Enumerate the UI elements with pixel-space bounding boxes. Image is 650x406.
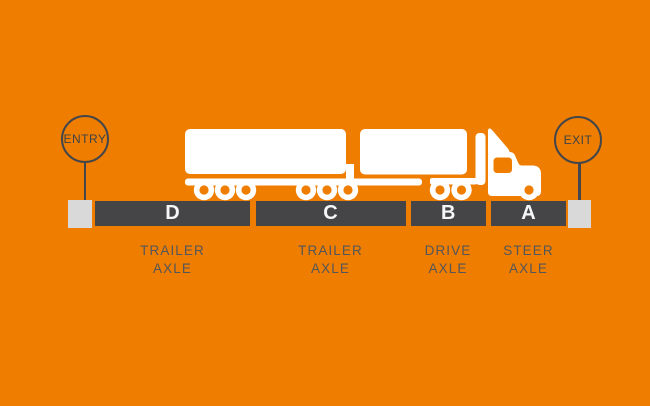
caption-line: AXLE: [509, 260, 548, 276]
segment-c-letter: C: [323, 202, 338, 224]
trailer-coupling: [346, 164, 354, 181]
caption-line: AXLE: [153, 260, 192, 276]
segment-b-letter: B: [441, 202, 456, 224]
segment-a-letter: A: [521, 202, 536, 224]
caption-line: TRAILER: [298, 243, 363, 258]
caption-line: TRAILER: [140, 243, 205, 258]
exit-sign-pole: [578, 162, 581, 200]
cab-window: [493, 157, 512, 173]
caption-drive-axle: DRIVE AXLE: [373, 242, 523, 277]
exit-sign-label: EXIT: [563, 133, 593, 147]
cab-fairing: [488, 128, 510, 154]
caption-line: AXLE: [311, 260, 350, 276]
segment-d: D: [95, 201, 250, 226]
caption-trailer-axle-d: TRAILER AXLE: [98, 242, 248, 277]
entry-platform-block: [68, 200, 92, 228]
trailer-rear-box: [185, 129, 346, 174]
steer-axle-wheel: [518, 179, 540, 201]
caption-steer-axle: STEER AXLE: [454, 242, 604, 277]
entry-sign-pole: [83, 161, 86, 200]
trailer-axle-wheels-c: [295, 179, 359, 201]
segment-b: B: [410, 201, 486, 226]
trailer-axle-wheels-d: [193, 179, 257, 201]
exit-platform-block: [568, 200, 591, 228]
entry-sign: ENTRY: [61, 115, 109, 163]
caption-trailer-axle-c: TRAILER AXLE: [256, 242, 406, 277]
caption-line: DRIVE: [424, 243, 472, 258]
trailer-front-box: [360, 129, 467, 175]
entry-sign-label: ENTRY: [63, 132, 107, 146]
exit-sign: EXIT: [554, 116, 602, 164]
segment-d-letter: D: [165, 202, 180, 224]
caption-line: AXLE: [428, 260, 468, 276]
drive-axle-wheels: [429, 179, 472, 201]
caption-line: STEER: [503, 243, 554, 258]
exhaust-stack: [475, 133, 486, 185]
segment-c: C: [255, 201, 406, 226]
segment-a: A: [491, 201, 566, 226]
